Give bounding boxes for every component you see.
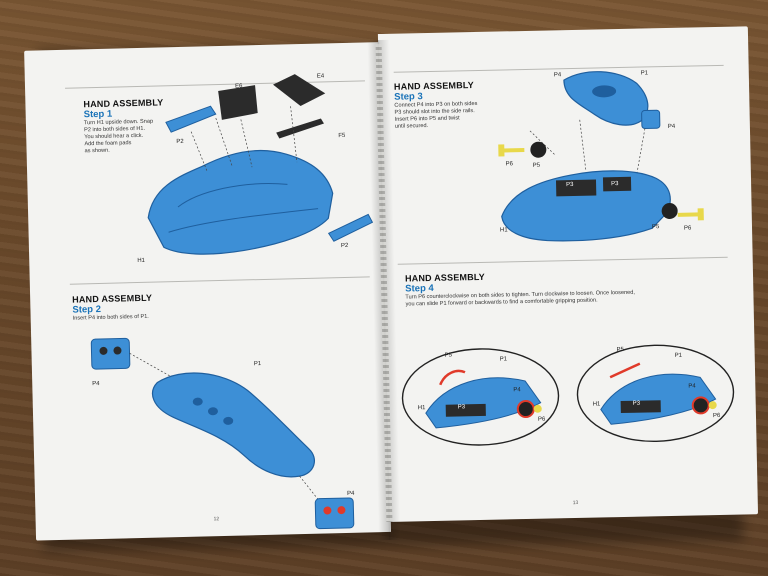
- label-p3: P3: [632, 400, 641, 407]
- label-p4: P4: [688, 383, 696, 390]
- double-arrow-icon: [609, 362, 641, 379]
- p5-knob: [691, 396, 710, 415]
- p6-screw-left: [502, 148, 525, 153]
- label-p4: P4: [346, 490, 355, 497]
- p1-hole: [223, 416, 234, 425]
- guide-line: [190, 131, 208, 172]
- p6-head-right: [697, 208, 704, 221]
- p3-part: [555, 179, 597, 197]
- p6-screw-right: [677, 212, 700, 217]
- label-h1: H1: [592, 401, 601, 408]
- p6-head-left: [498, 144, 505, 157]
- label-p1: P1: [253, 361, 262, 368]
- p3-part: [445, 403, 486, 417]
- label-p6: P6: [712, 412, 721, 420]
- guide-line: [215, 117, 233, 166]
- right-page: HAND ASSEMBLY Step 3 Connect P4 into P3 …: [377, 26, 759, 522]
- p3-part: [620, 400, 661, 414]
- guide-line: [579, 119, 587, 170]
- p3-part: [602, 176, 632, 192]
- p2-rail-right: [327, 213, 374, 242]
- p4-hole: [323, 506, 332, 515]
- guide-line: [635, 128, 646, 179]
- p4-hole: [113, 346, 122, 355]
- page-number: 12: [213, 516, 220, 523]
- step1-illustration: [147, 74, 374, 255]
- label-p6: P6: [537, 416, 546, 423]
- label-p5: P5: [616, 346, 624, 354]
- foam-pad-f5: [276, 118, 324, 139]
- label-p3: P3: [457, 404, 466, 411]
- p2-rail-left: [165, 105, 217, 133]
- h1-detail-line: [177, 183, 288, 208]
- p5-knob-left: [530, 141, 547, 158]
- p4-right-part: [314, 497, 355, 530]
- step3-illustration: [498, 71, 704, 242]
- foam-pad-e4: [273, 74, 326, 107]
- p6-screw: [708, 401, 717, 410]
- p1-hole: [192, 397, 203, 406]
- p1-slot: [592, 85, 617, 98]
- label-p1: P1: [674, 352, 683, 359]
- label-p1: P1: [499, 356, 508, 363]
- p4-part: [641, 109, 661, 129]
- p5-knob-right: [661, 202, 678, 219]
- left-page: HAND ASSEMBLY Step 1 Turn H1 upside down…: [24, 42, 391, 541]
- guide-line: [299, 475, 326, 509]
- step4-illustration: [401, 344, 735, 446]
- guide-line: [240, 119, 253, 168]
- p4-hole: [337, 506, 346, 515]
- p5-knob: [516, 400, 535, 419]
- p4-hole: [99, 346, 108, 355]
- foam-pad-e6: [218, 85, 258, 120]
- p4-left-part: [90, 337, 131, 370]
- p6-screw: [533, 404, 542, 413]
- arrow-icon: [439, 369, 466, 386]
- guide-line: [290, 106, 298, 163]
- h1-base-part: [147, 149, 334, 255]
- p1-part: [152, 372, 316, 478]
- h1-detail-line: [168, 208, 319, 233]
- label-p4: P4: [92, 381, 100, 388]
- label-p4: P4: [513, 387, 521, 394]
- label-h1: H1: [417, 405, 426, 412]
- guide-line: [129, 352, 173, 378]
- step2-illustration: [90, 337, 355, 530]
- label-p5: P5: [444, 352, 453, 359]
- p1-hole: [207, 407, 218, 416]
- page-number: 13: [572, 499, 579, 507]
